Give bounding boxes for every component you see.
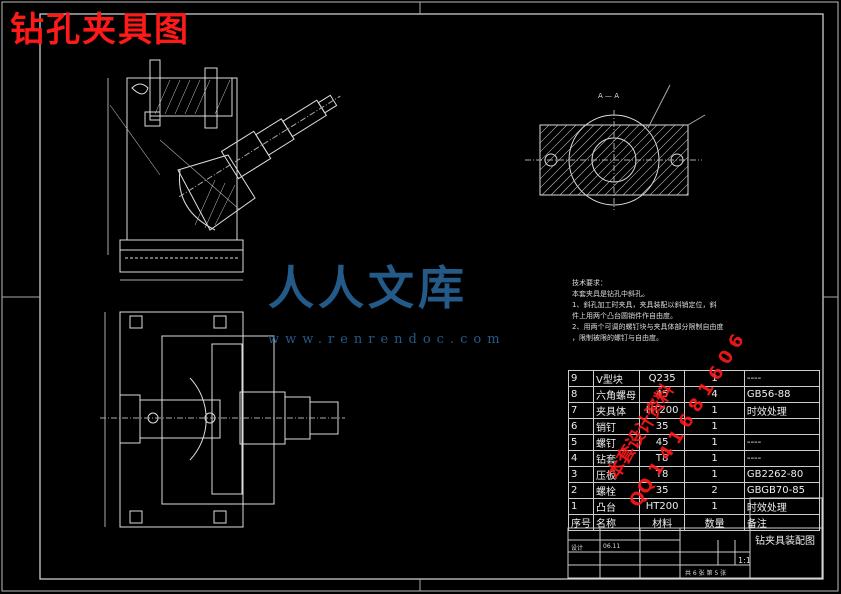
designer-label: 设计 (571, 545, 584, 552)
hatch-line (540, 125, 568, 153)
bom-cell-qty: 1 (684, 450, 745, 467)
notes-heading: 技术要求： (572, 279, 607, 287)
bom-cell-remark: GB2262-80 (743, 466, 821, 483)
bom-cell-no: 6 (568, 418, 594, 435)
watermark-brand: 人人文库 (268, 261, 468, 315)
front-view-hatch (154, 79, 236, 229)
bom-cell-remark (743, 418, 821, 435)
drawing-name: 钻夹具装配图 (755, 536, 815, 547)
bom-cell-qty: 数量 (684, 514, 745, 531)
bom-cell-remark: 时效处理 (743, 498, 821, 515)
bom-cell-qty: 1 (684, 466, 745, 483)
hatch-line (613, 125, 685, 195)
sheet-count: 共 6 张 第 5 张 (685, 570, 727, 577)
bom-cell-qty: 1 (684, 498, 745, 515)
hatch-line (658, 165, 688, 195)
bom-cell-no: 1 (568, 498, 594, 515)
bom-cell-remark: ---- (743, 434, 821, 451)
hatch-line (568, 125, 640, 195)
scale-value: 1:1 (738, 556, 751, 565)
bom-cell-material: 35 (638, 482, 686, 499)
notes-line: 1、斜孔加工时夹具，夹具装配以斜销定位，斜 (572, 301, 717, 309)
bom-cell-qty: 2 (684, 482, 745, 499)
hatch-line (540, 125, 604, 189)
bom-cell-remark: 备注 (743, 514, 821, 531)
bom-cell-no: 5 (568, 434, 594, 451)
hatch-line (540, 125, 577, 162)
hatch-line (577, 125, 649, 195)
bom-cell-name: V型块 (593, 370, 640, 387)
bom-cell-material: HT200 (638, 402, 686, 419)
hatch-line (667, 174, 688, 195)
technical-notes: 技术要求： 本套夹具是钻孔中斜孔。 1、斜孔加工时夹具，夹具装配以斜销定位，斜 … (572, 278, 723, 344)
hatch-line (695, 125, 765, 195)
notes-line: 本套夹具是钻孔中斜孔。 (572, 290, 649, 298)
bom-cell-remark: GBGB70-85 (743, 482, 821, 499)
hatch-line (649, 156, 688, 195)
bom-cell-no: 3 (568, 466, 594, 483)
bom-cell-remark: GB56-88 (743, 386, 821, 403)
top-view (100, 311, 345, 528)
drawing-title: 钻孔夹具图 (10, 10, 190, 50)
hatch-line (550, 125, 622, 195)
front-view (107, 59, 341, 281)
bom-cell-qty: 1 (684, 434, 745, 451)
hatch-line (604, 125, 676, 195)
hatch-line (586, 125, 658, 195)
bom-cell-no: 2 (568, 482, 594, 499)
bom-cell-material: 材料 (638, 514, 686, 531)
bom-cell-remark: ---- (743, 370, 821, 387)
bom-cell-no: 9 (568, 370, 594, 387)
watermark-url: www.renrendoc.com (268, 332, 506, 347)
bom-cell-qty: 1 (684, 402, 745, 419)
bom-cell-no: 4 (568, 450, 594, 467)
bom-cell-no: 7 (568, 402, 594, 419)
hatch-line (622, 129, 688, 195)
hatch-line (631, 138, 688, 195)
bom-cell-name: 六角螺母 (593, 386, 640, 403)
section-hatch (540, 125, 765, 195)
hatch-line (540, 125, 586, 171)
hatch-line (541, 125, 613, 195)
hatch-line (595, 125, 667, 195)
bom-cell-no: 8 (568, 386, 594, 403)
bom-cell-name: 名称 (593, 514, 640, 531)
notes-line: 2、用两个可调的螺钉块与夹具体部分限制自由度 (572, 323, 724, 331)
bom-cell-no: 序号 (568, 514, 594, 531)
hatch-line (540, 125, 595, 180)
notes-line: ，限制被限的螺钉与自由度。 (572, 334, 663, 342)
hatch-line (685, 192, 688, 195)
bom-cell-remark: 时效处理 (743, 402, 821, 419)
hatch-line (640, 147, 688, 195)
date-value: 06.11 (603, 543, 621, 550)
section-view (525, 84, 706, 210)
section-label: A — A (598, 92, 620, 100)
notes-line: 件上用两个凸台圆销件作自由度。 (572, 312, 677, 320)
hatch-line (559, 125, 631, 195)
bom-header-row: 序号名称材料数量备注 (568, 514, 821, 531)
bom-cell-remark: ---- (743, 450, 821, 467)
hatch-line (540, 125, 559, 144)
